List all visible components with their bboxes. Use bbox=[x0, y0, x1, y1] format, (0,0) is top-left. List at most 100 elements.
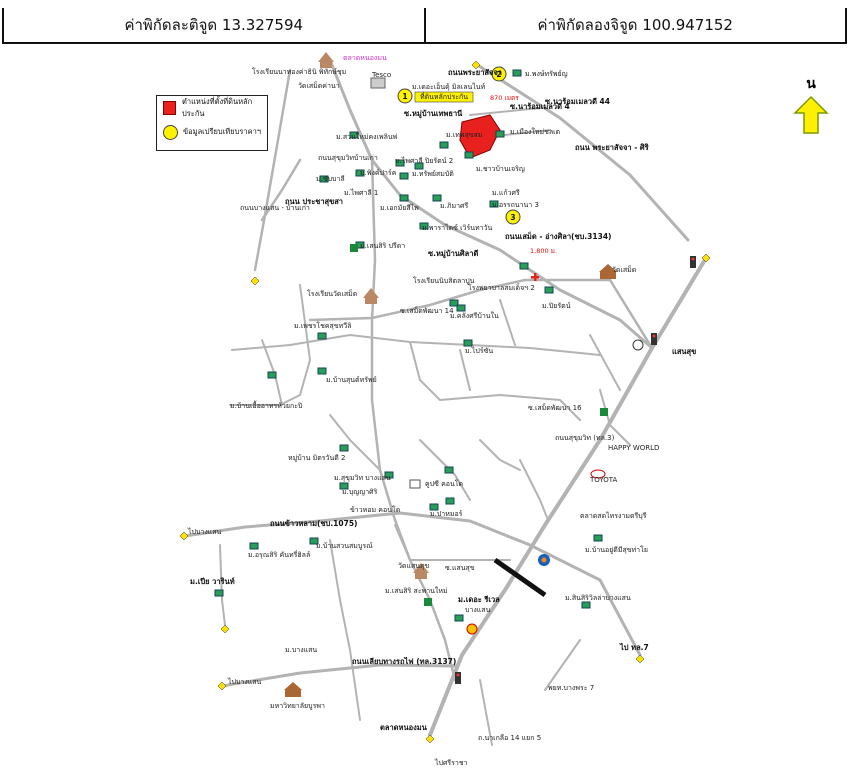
sukhumvit-road-label: ถนนสุขุมวิท (ทล.3) bbox=[555, 434, 615, 442]
saensuk-junction-label: แสนสุข bbox=[672, 347, 696, 356]
latitude-label: ค่าพิกัดละติจูด 13.327594 bbox=[124, 16, 304, 34]
legend-comparable-label: ข้อมูลเปรียบเทียบราคาฯ bbox=[183, 127, 262, 136]
happy-world-label: HAPPY WORLD bbox=[608, 444, 659, 452]
road-sukhumvit-left-label: ถนนสุขุมวิทบ้านเก่า bbox=[318, 154, 378, 162]
svg-text:2: 2 bbox=[496, 70, 501, 79]
destination-markers bbox=[179, 60, 711, 744]
village-sathu-label: ม.เพชรโชคสุขทวีลิ bbox=[294, 321, 351, 330]
village-pimsri-label: ม.ภิมาศรี bbox=[440, 202, 468, 210]
village-sensiri-label: ม.เสนสิริ ปรีดา bbox=[360, 242, 405, 250]
school-icon bbox=[599, 264, 617, 279]
soi-eastern-label: ซ.หมู่บ้านศิลาดี bbox=[428, 249, 478, 259]
village-suan2-label: หมู่บ้าน มิตรวันดี 2 bbox=[288, 454, 345, 462]
project-name-label: ม.เดอะเอ็นดุ้ มิลเลนไนท์ bbox=[412, 82, 486, 91]
village-raw-label: ม.เสนสิริ สะพานใหม่ bbox=[385, 586, 448, 595]
school-top-label: โรงเรียนนาทองค่าธินิ พิทักษ์ชุม bbox=[252, 67, 346, 76]
village-charoen-label: ม.ชาวบ้านเจริญ bbox=[476, 165, 525, 173]
road-sukhumvit-main-label: ถนนเสม็ด - อ่างศิลา(ชบ.3134) bbox=[505, 231, 611, 241]
lotus-icon bbox=[409, 479, 421, 489]
toyota-label: TOYOTA bbox=[589, 476, 618, 484]
ptt-icon bbox=[538, 554, 550, 566]
village-thep-label: ม.เทพสุขสม bbox=[446, 131, 482, 139]
village-boonsiri-label: ม.บุญญาศิริ bbox=[342, 488, 378, 496]
map-labels: ตลาดหนองมน โรงเรียนนาทองค่าธินิ พิทักษ์ช… bbox=[187, 54, 696, 767]
soi-narom44-label: ซ.นาร้อมเมลวดี 44 bbox=[545, 97, 610, 106]
to-sriracha-label: ไปศรีราชา bbox=[434, 758, 468, 767]
village-ampai-label: ม.ไปร์ซัน bbox=[465, 346, 493, 355]
comparable-marker-2[interactable]: 2 bbox=[491, 66, 507, 82]
seven-eleven-icon bbox=[350, 244, 608, 606]
soi-sukh14-label: ซ.เสม็ดพัฒนา 14 bbox=[400, 306, 454, 315]
soi-sukh16-label: ซ.เสม็ดพัฒนา 16 bbox=[528, 403, 582, 412]
village-piyaya-label: ม.ปิยรัตน์ bbox=[542, 302, 571, 310]
legend-comparable-row: ข้อมูลเปรียบเทียบราคาฯ bbox=[157, 120, 267, 144]
village-houang-label: ม.บ้านเอื้ออาทรห้วยกะปิ bbox=[230, 399, 303, 410]
toyota-icon bbox=[590, 469, 606, 479]
soi-saensuk-label: ซ.แสนสุข bbox=[445, 564, 475, 572]
to-bangsaen2-label: ไปบางแสน bbox=[227, 677, 262, 686]
market-sukhumvit-label: ตลาดสดไทรงามตรีบุรี bbox=[580, 511, 647, 520]
school-icon bbox=[284, 682, 302, 697]
village-samnak-label: ม.พงษ์ทรัพย์ญ bbox=[525, 70, 568, 78]
shell-icon bbox=[466, 623, 478, 635]
to-chon-label: ไป ทล.7 bbox=[619, 642, 649, 652]
village-sawad-label: ม.สวนใหม่คงเพลินพ่ bbox=[336, 132, 398, 141]
market-bottom-label: ตลาดหนองมน bbox=[380, 723, 428, 732]
north-arrow: น bbox=[793, 73, 829, 134]
village-paris2-label: ม.ไพศาลี ปิยรัตน์ 2 bbox=[395, 156, 453, 165]
road-beach-label: ถ.นาเกลือ 14 แยก 5 bbox=[478, 734, 541, 742]
romsak-condo-label: ข้าวหอม คอนโด bbox=[350, 505, 400, 514]
comparable-marker-3[interactable]: 3 bbox=[505, 209, 521, 225]
village-pamu-label: ม.ปาหมอร์ bbox=[430, 510, 463, 518]
village-pharadise-label: ม.พาราไดซ์ เวิร์นทาวัน bbox=[422, 223, 492, 232]
road-prasat-label: ถนนพระยาสัจจา bbox=[448, 68, 502, 77]
village-ampon-label: ม.บ้านสวนสมบูรณ์ bbox=[316, 542, 373, 550]
subject-swatch-icon bbox=[163, 101, 177, 115]
subject-tag-box bbox=[414, 91, 474, 103]
school-sri2-label: โรงเรียนนิบสิตลาปูน bbox=[413, 276, 475, 285]
temple-icon bbox=[318, 52, 334, 68]
temple-top-label: วัดเสม็ดค่านา bbox=[298, 81, 340, 90]
village-kanok-label: ม.อรุณสิริ คันทรี่ฮิลล์ bbox=[248, 550, 310, 559]
mercedes-icon bbox=[632, 339, 644, 351]
north-arrow-icon bbox=[793, 95, 829, 134]
traffic-light-icon bbox=[690, 256, 696, 268]
village-bangsaen-label: ม.ทรัพย์สมบัติ bbox=[412, 170, 454, 178]
traffic-light-icon bbox=[651, 333, 657, 345]
village-subpipat-label: ม.ซับบาลี bbox=[316, 175, 345, 183]
village-pipat-label: ม.พิงค์ปาร์ค bbox=[360, 169, 397, 177]
comparable-swatch-icon bbox=[163, 124, 178, 140]
road-network bbox=[183, 58, 708, 746]
traffic-light-icon bbox=[455, 672, 461, 684]
temple-icon bbox=[413, 563, 429, 579]
village-nongmon-label: ม.เดอะ รีเวล bbox=[458, 595, 500, 604]
temple-icon bbox=[363, 288, 379, 304]
bangsaen-sub-label: บางแสน bbox=[465, 606, 491, 614]
comparable-marker-1[interactable]: 1 bbox=[397, 88, 413, 104]
village-bangsaen2-label: ม.บางแสน bbox=[285, 646, 317, 654]
village-klin-label: ม.คลังศรีบ้านใน bbox=[450, 311, 499, 320]
distance-1800-label: 1,800 ม. bbox=[530, 247, 557, 255]
village-kaew-label: ม.แก้วศรี bbox=[492, 189, 520, 197]
tesco-label: Tesco bbox=[371, 71, 391, 79]
legend-subject-row: ตำแหน่งที่ตั้งที่ดินหลักประกัน bbox=[157, 96, 267, 120]
distance-870-label: 870 เมตร bbox=[490, 94, 519, 102]
village-ban-lake-label: ม.ไพศาลี 1 bbox=[344, 188, 378, 197]
village-chalok-label: ม.อรรถนานา 3 bbox=[492, 201, 539, 209]
hospital-icon bbox=[531, 273, 539, 281]
map-legend: ตำแหน่งที่ตั้งที่ดินหลักประกัน ข้อมูลเปร… bbox=[156, 95, 268, 151]
village-nongchak-label: ม.บ้านอยู่ดีมีสุขท่าโย bbox=[585, 545, 648, 554]
village-icons bbox=[214, 69, 603, 622]
north-label: น bbox=[806, 76, 816, 92]
subject-land-parcel[interactable] bbox=[459, 114, 501, 159]
village-muang-label: ม.เมืองใหม่ชลเต bbox=[510, 127, 561, 136]
village-chaiyapruek-label: ม.สุขุมวิท บางแสน bbox=[334, 474, 391, 482]
longitude-label: ค่าพิกัดลองจิจูด 100.947152 bbox=[423, 8, 846, 42]
market-top-label: ตลาดหนองมน bbox=[343, 54, 387, 62]
school-sri-label: โรงเรียนวัดเสม็ด bbox=[307, 289, 357, 298]
village-ekkamai-label: ม.เอกมัยสีไพ bbox=[380, 203, 419, 212]
bang-phra-label: พยท.บางพระ 7 bbox=[548, 684, 594, 692]
tesco-icon bbox=[370, 77, 386, 89]
coordinate-header: ค่าพิกัดละติจูด 13.327594 ค่าพิกัดลองจิจ… bbox=[2, 8, 847, 44]
